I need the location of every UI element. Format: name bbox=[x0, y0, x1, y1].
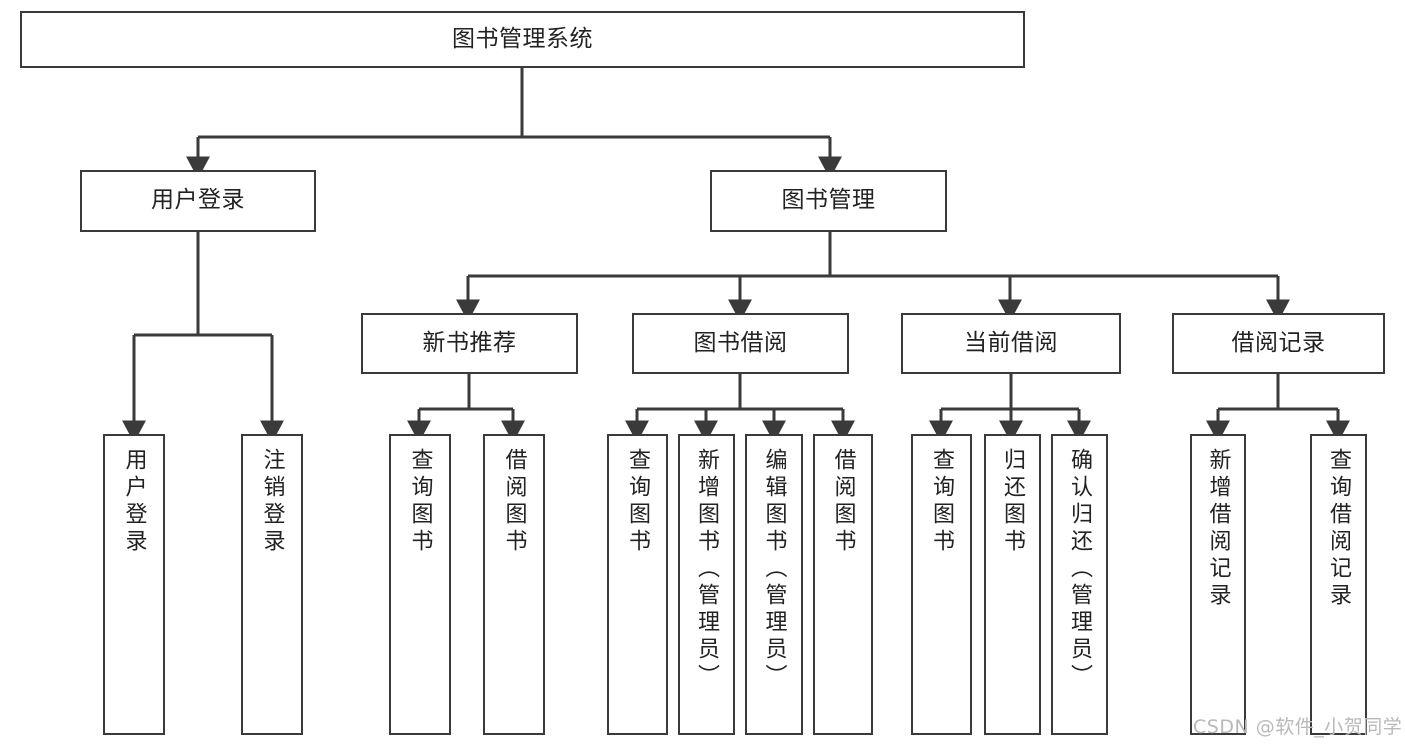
leaf-borrow-books-recommend-label: 借阅图书 bbox=[501, 448, 527, 556]
leaf-query-books-current-label: 查询图书 bbox=[929, 448, 955, 556]
leaf-add-borrow-record-label: 新增借阅记录 bbox=[1205, 448, 1231, 610]
node-current-borrow-label: 当前借阅 bbox=[964, 329, 1058, 356]
node-root[interactable]: 图书管理系统 bbox=[20, 11, 1025, 68]
leaf-query-borrow-record[interactable]: 查询借阅记录 bbox=[1310, 434, 1367, 735]
leaf-return-books-label: 归还图书 bbox=[1000, 448, 1026, 556]
leaf-borrow-books[interactable]: 借阅图书 bbox=[813, 434, 873, 735]
leaf-logout[interactable]: 注销登录 bbox=[241, 434, 303, 735]
node-current-borrow[interactable]: 当前借阅 bbox=[901, 313, 1121, 374]
node-book-borrow[interactable]: 图书借阅 bbox=[632, 313, 849, 374]
leaf-query-borrow-record-label: 查询借阅记录 bbox=[1326, 448, 1352, 610]
leaf-add-book-admin[interactable]: 新增图书（管理员） bbox=[678, 434, 735, 735]
node-user-login-label: 用户登录 bbox=[151, 187, 245, 214]
node-root-label: 图书管理系统 bbox=[452, 25, 593, 52]
node-new-book-recommend-label: 新书推荐 bbox=[422, 329, 517, 356]
leaf-user-login[interactable]: 用户登录 bbox=[103, 434, 165, 735]
node-borrow-records-label: 借阅记录 bbox=[1231, 329, 1326, 356]
node-book-borrow-label: 图书借阅 bbox=[693, 329, 788, 356]
leaf-edit-book-admin[interactable]: 编辑图书（管理员） bbox=[745, 434, 803, 735]
leaf-add-borrow-record[interactable]: 新增借阅记录 bbox=[1190, 434, 1246, 735]
node-user-login[interactable]: 用户登录 bbox=[80, 170, 316, 232]
node-book-management-label: 图书管理 bbox=[781, 187, 876, 214]
leaf-user-login-label: 用户登录 bbox=[121, 448, 147, 556]
leaf-confirm-return-admin-label: 确认归还（管理员） bbox=[1067, 448, 1093, 691]
leaf-borrow-books-label: 借阅图书 bbox=[830, 448, 856, 556]
leaf-edit-book-admin-label: 编辑图书（管理员） bbox=[761, 448, 787, 691]
leaf-borrow-books-recommend[interactable]: 借阅图书 bbox=[483, 434, 545, 735]
node-book-management[interactable]: 图书管理 bbox=[710, 170, 947, 232]
leaf-query-books-borrow-label: 查询图书 bbox=[625, 448, 651, 556]
leaf-query-books-recommend[interactable]: 查询图书 bbox=[389, 434, 451, 735]
node-new-book-recommend[interactable]: 新书推荐 bbox=[361, 313, 578, 374]
node-borrow-records[interactable]: 借阅记录 bbox=[1172, 313, 1385, 374]
leaf-add-book-admin-label: 新增图书（管理员） bbox=[694, 448, 720, 691]
leaf-query-books-current[interactable]: 查询图书 bbox=[911, 434, 972, 735]
leaf-logout-label: 注销登录 bbox=[259, 448, 285, 556]
leaf-confirm-return-admin[interactable]: 确认归还（管理员） bbox=[1051, 434, 1108, 735]
leaf-return-books[interactable]: 归还图书 bbox=[984, 434, 1041, 735]
watermark: CSDN @软件_小贺同学 bbox=[1193, 716, 1403, 738]
leaf-query-books-recommend-label: 查询图书 bbox=[407, 448, 433, 556]
leaf-query-books-borrow[interactable]: 查询图书 bbox=[607, 434, 668, 735]
